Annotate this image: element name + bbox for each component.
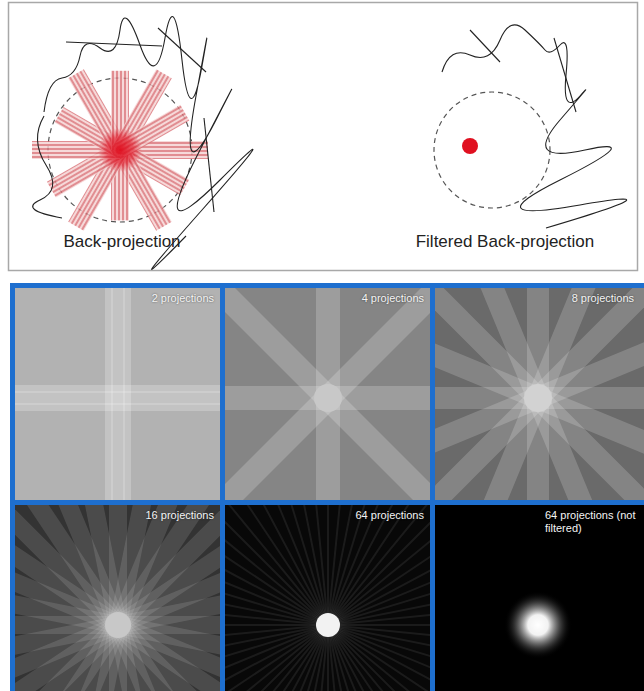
image-caption: 64 projections (not filtered) [545, 509, 637, 535]
projection-axis [554, 38, 576, 112]
reconstruction-image [435, 505, 644, 691]
filtered-backprojection-figure [434, 25, 627, 228]
panel-frame [9, 3, 638, 271]
figure-label: Filtered Back-projection [416, 232, 595, 252]
figure-label: Back-projection [63, 232, 180, 252]
image-tile: 8 projections [435, 288, 640, 500]
image-tile: 64 projections (not filtered) [435, 505, 640, 691]
image-caption: 64 projections [356, 509, 425, 522]
dashed-circle [434, 92, 550, 208]
image-caption: 8 projections [572, 292, 634, 305]
projection-profile [442, 25, 627, 228]
image-tile: 4 projections [225, 288, 430, 500]
backprojection-figure [32, 17, 253, 270]
projection-axis [66, 42, 162, 46]
image-caption: 2 projections [152, 292, 214, 305]
projection-axis [204, 118, 214, 212]
image-tile: 64 projections [225, 505, 430, 691]
projection-axis [158, 28, 206, 72]
projection-axis [470, 30, 500, 62]
smear-bands [32, 69, 208, 230]
red-spot [462, 138, 478, 154]
image-caption: 4 projections [362, 292, 424, 305]
image-caption: 16 projections [146, 509, 215, 522]
projection-profile [33, 116, 62, 218]
image-tile: 2 projections [15, 288, 220, 500]
projection-profile [44, 17, 253, 270]
image-tile: 16 projections [15, 505, 220, 691]
red-spot [98, 128, 142, 172]
